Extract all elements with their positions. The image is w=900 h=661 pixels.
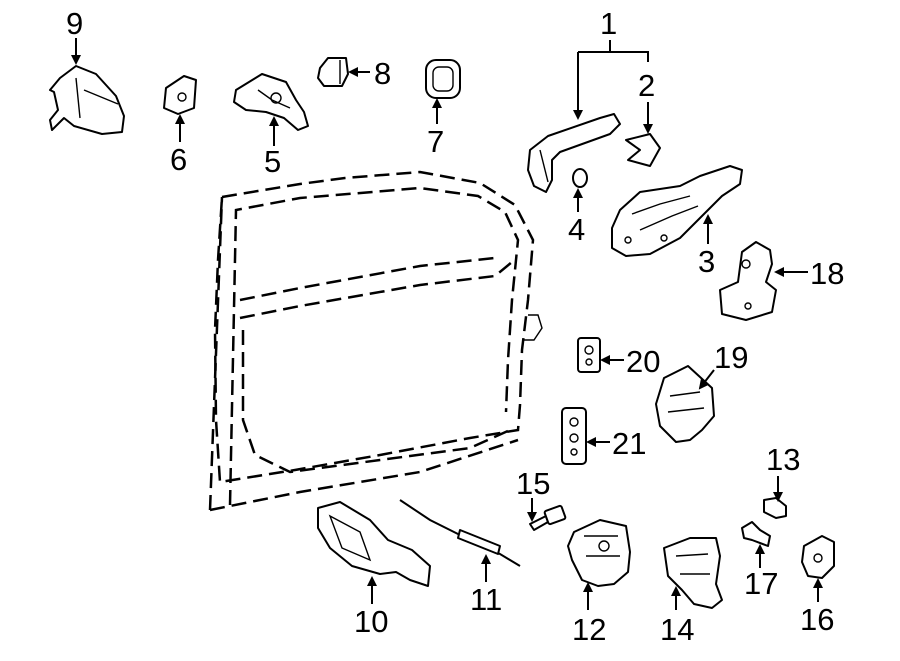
callout-2: 2 [638,68,655,103]
part-5-lock-cylinder [233,73,309,131]
callout-15: 15 [516,466,550,501]
callout-10: 10 [354,604,388,639]
callout-12: 12 [572,612,606,647]
part-8-cap [317,57,349,87]
callout-21: 21 [612,426,646,461]
part-14-bracket [663,537,723,609]
callout-labels: 1 2 3 4 5 6 7 8 9 10 11 12 13 14 15 16 1… [66,6,844,647]
part-6-bracket [163,75,197,115]
callout-17: 17 [744,566,778,601]
callout-16: 16 [800,602,834,637]
callout-20: 20 [626,344,660,379]
door-outline [208,170,543,512]
callout-11: 11 [470,582,502,617]
part-1-outside-handle [527,113,621,193]
callout-5: 5 [264,144,281,179]
part-19-actuator [655,365,715,443]
part-20-plate [577,337,601,373]
callout-18: 18 [810,256,844,291]
leader-lines [71,38,823,610]
part-16-bracket [801,535,835,579]
callout-3: 3 [698,244,715,279]
callout-7: 7 [427,124,444,159]
part-7-gasket [425,59,461,99]
callout-4: 4 [568,212,585,247]
callout-19: 19 [714,340,748,375]
part-21-plate [561,407,587,465]
part-15-connector [529,504,567,531]
callout-6: 6 [170,142,187,177]
part-9-cover [49,65,125,135]
callout-1: 1 [600,6,617,41]
part-17-bolt [741,521,771,547]
part-3-handle-bracket [611,165,743,257]
part-18-striker [719,241,777,321]
part-2-clip [625,133,661,167]
part-13-bolt [763,497,787,519]
callout-13: 13 [766,442,800,477]
part-4-washer [572,168,588,188]
callout-14: 14 [660,612,694,647]
part-10-inside-handle [317,501,431,587]
callout-9: 9 [66,6,83,41]
part-11-cable [399,499,521,567]
callout-8: 8 [374,56,391,91]
part-12-latch [567,519,631,587]
